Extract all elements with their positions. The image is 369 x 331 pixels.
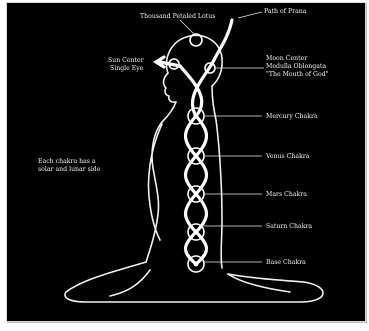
label-thousand-petaled-lotus: Thousand Petaled Lotus [140,13,215,20]
figure-face [164,73,176,102]
label-chakra-saturn: Saturn Chakra [266,223,312,230]
figure-back [212,86,222,268]
label-side-note-line1: Each chakra has a [38,158,96,165]
label-sun-center: Sun Center [108,57,144,64]
pointer-path [238,12,262,18]
figure-knee [110,270,150,296]
label-chakra-base: Base Chakra [266,259,306,266]
label-moon-center: Moon Center [266,55,307,62]
chakra-core-venus [194,154,199,159]
label-chakra-mercury: Mercury Chakra [266,113,318,120]
label-chakra-venus: Venus Chakra [265,153,310,160]
label-single-eye: Single Eye [110,65,144,72]
figure-legs [65,262,323,302]
label-side-note-line2: solar and lunar side [38,166,101,173]
label-chakra-mars: Mars Chakra [266,191,307,198]
label-medulla-oblongata: Medulla Oblongata [266,63,326,70]
label-path-of-prana: Path of Prana [264,8,307,15]
diagram-labels: Thousand Petaled Lotus Path of Prana Sun… [38,8,329,266]
chakra-core-saturn [194,230,199,235]
pointer-top [180,20,194,34]
chakra-core-mars [194,192,199,197]
chakra-core-mercury [194,114,199,119]
chakra-core-base [194,262,199,267]
label-mouth-of-god: "The Mouth of God" [266,71,329,78]
figure-foot [228,274,290,292]
